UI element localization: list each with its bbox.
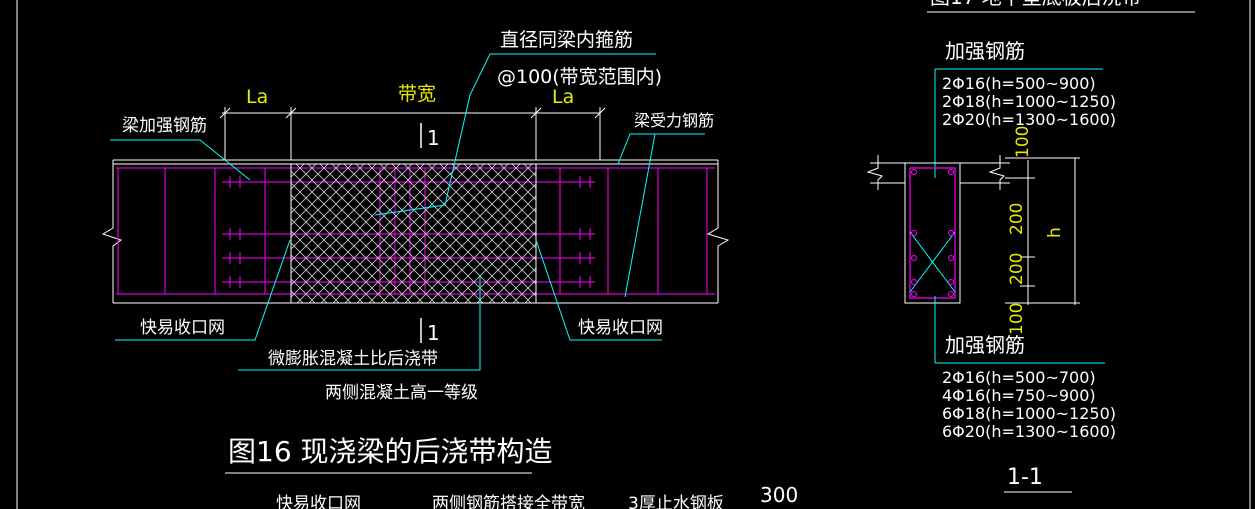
top-spec-2: 2Φ18(h=1000~1250) [942, 92, 1116, 111]
post-pour-band [290, 163, 537, 304]
label-bottom-reinf: 加强钢筋 [945, 333, 1025, 357]
fig17-section: 图17 地下室底板后浇带 加强钢筋 2Φ16(h=500~900) 2Φ18(h… [16, 0, 1251, 509]
section-label-1-1: 1-1 [1007, 465, 1043, 490]
beam-section-outline [904, 162, 961, 304]
label-concrete-2: 两侧混凝土高一等级 [325, 383, 478, 403]
dim-ticks [219, 107, 606, 160]
label-mesh-left: 快易收口网 [140, 318, 225, 338]
bottom-text-2: 两侧钢筋搭接全带宽 [432, 494, 585, 509]
label-beam-reinf: 梁加强钢筋 [122, 116, 207, 136]
bottom-text-3: 3厚止水钢板 [628, 494, 724, 509]
slab-break-left [866, 155, 883, 190]
fig16-title: 图16 现浇梁的后浇带构造 [228, 435, 553, 468]
bottom-spec-1: 2Φ16(h=500~700) [942, 368, 1096, 387]
break-mark-right [706, 160, 730, 303]
fig16-beam-elevation: La 带宽 La 1 1 直径同梁内箍筋 @100(带宽范围内) 梁加强钢筋 梁… [101, 29, 730, 474]
label-top-reinf: 加强钢筋 [945, 39, 1025, 63]
label-stirrup-1: 直径同梁内箍筋 [500, 29, 633, 51]
dim-la-right: La [552, 86, 574, 108]
beam-section-stirrup [909, 167, 956, 299]
dim-la-left: La [246, 86, 268, 108]
slab-break-right [988, 155, 1005, 190]
bottom-spec-2: 4Φ16(h=750~900) [942, 386, 1096, 405]
dim-100-bottom: 100 [1007, 303, 1027, 335]
beam-section-bars [911, 169, 954, 297]
dim-h: h [1045, 227, 1065, 238]
label-mesh-right: 快易收口网 [578, 318, 663, 338]
dim-band-width: 带宽 [398, 83, 436, 105]
section-label-bottom: 1 [427, 321, 440, 345]
label-stirrup-2: @100(带宽范围内) [497, 66, 662, 88]
label-concrete-1: 微膨胀混凝土比后浇带 [268, 349, 438, 369]
label-beam-main: 梁受力钢筋 [634, 111, 714, 130]
dim-200-upper: 200 [1007, 203, 1027, 235]
dim-200-lower: 200 [1007, 253, 1027, 285]
bottom-spec-4: 6Φ20(h=1300~1600) [942, 422, 1116, 441]
beam-section-diag-2 [909, 231, 956, 293]
break-mark-left [101, 160, 123, 303]
bottom-spec-3: 6Φ18(h=1000~1250) [942, 404, 1116, 423]
top-spec-1: 2Φ16(h=500~900) [942, 74, 1096, 93]
bottom-partial-figure: 快易收口网 两侧钢筋搭接全带宽 3厚止水钢板 300 [276, 483, 798, 509]
bottom-text-4: 300 [760, 483, 798, 507]
bar-end-ticks [229, 176, 591, 288]
section-label-top: 1 [427, 126, 440, 150]
bottom-text-1: 快易收口网 [276, 494, 361, 509]
dim-vert-ticks [1005, 157, 1080, 304]
fig17-title-partial: 图17 地下室底板后浇带 [930, 0, 1142, 9]
dim-100-top: 100 [1013, 126, 1033, 158]
top-spec-3: 2Φ20(h=1300~1600) [942, 110, 1116, 129]
leader-lines [110, 53, 705, 371]
